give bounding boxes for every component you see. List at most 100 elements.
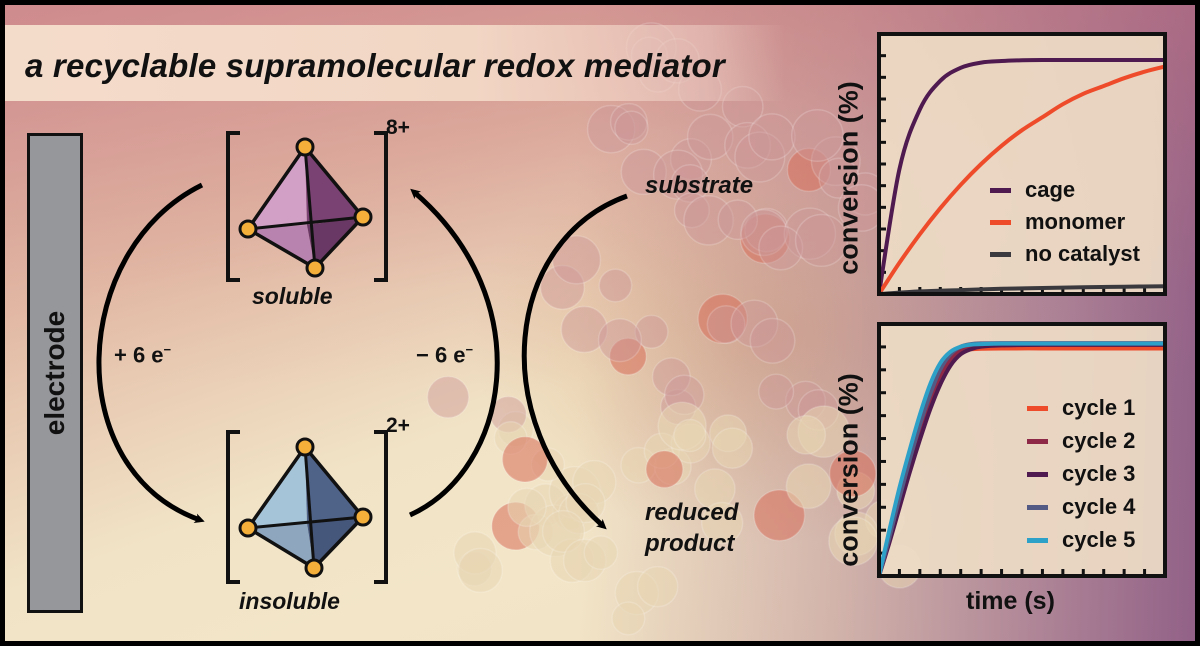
atom-sphere [539,264,586,310]
legend-item: cycle 5 [1027,527,1135,553]
series-line-cycle-5 [877,341,1167,578]
oxidation-electron-label: − 6 e− [416,342,473,368]
atom-sphere [551,235,602,285]
plot-frame [877,322,1167,578]
legend-item: cycle 1 [1027,395,1135,421]
legend-item: cage [990,177,1075,203]
atom-sphere [753,489,806,542]
legend-swatch [990,251,1011,257]
atom-sphere [645,450,684,489]
chart-bottom-ylabel: conversion (%) [833,373,864,567]
tetrahedron-icon [238,437,373,578]
product-label-line2: product [645,530,735,557]
atom-sphere [598,268,633,303]
atom-sphere [686,113,734,161]
atom-sphere [565,482,606,524]
atom-sphere [810,136,861,187]
legend-swatch [1027,504,1048,510]
atom-sphere [683,194,734,246]
bracket-left [226,430,240,584]
legend-swatch [990,187,1011,193]
legend-item: cycle 2 [1027,428,1135,454]
electrode [27,133,83,613]
atom-sphere [786,414,827,455]
chart-top-ylabel: conversion (%) [833,81,864,275]
series-line-cage [877,57,1167,296]
legend-label: no catalyst [1025,241,1140,266]
atom-sphere [636,565,679,608]
legend-item: no catalyst [990,241,1140,267]
atom-sphere [740,209,788,257]
atom-sphere [673,418,707,453]
atom-sphere [541,509,586,554]
atom-sphere [785,463,832,510]
insoluble-charge: 2+ [386,414,410,437]
conversion-chart-catalysts [877,32,1167,296]
legend-swatch [1027,537,1048,543]
atom-sphere [673,192,710,229]
atom-sphere [634,314,669,349]
atom-sphere [700,501,744,545]
atom-sphere [651,357,691,397]
figure-title: a recyclable supramolecular redox mediat… [25,47,725,84]
series-line-monomer [877,64,1167,296]
bracket-left [226,131,240,282]
legend-item: cycle 4 [1027,494,1135,520]
atom-sphere [583,535,619,571]
electron-charge: − [163,342,172,357]
reduction-arrow [96,182,205,524]
atom-sphere [828,449,877,498]
legend-item: monomer [990,209,1125,235]
legend-swatch [990,219,1011,225]
soluble-label: soluble [252,283,333,309]
oxidation-arrow [408,188,500,518]
bracket-right [374,131,388,282]
atom-sphere [697,293,748,344]
atom-sphere [560,305,608,354]
legend-label: cage [1025,177,1076,202]
atom-sphere [730,299,779,348]
soluble-charge: 8+ [386,116,410,139]
atom-sphere [652,149,704,200]
atom-sphere [717,199,759,241]
legend-label: cycle 5 [1062,527,1136,552]
legend-label: cycle 4 [1062,494,1136,519]
atom-sphere [609,102,648,141]
electron-charge: − [465,342,474,357]
atom-sphere [758,225,804,271]
reduction-text: + 6 e [114,342,164,368]
atom-sphere [794,213,849,268]
product-label-line1: reduced [645,499,739,526]
atom-sphere [706,305,746,345]
legend-label: cycle 2 [1062,428,1136,453]
atom-sphere [748,113,796,161]
atom-sphere [739,213,791,264]
series-line-no-catalyst [877,284,1167,296]
bracket-right [374,430,388,584]
legend-swatch [1027,438,1048,444]
atom-sphere [669,138,713,181]
tetrahedron-icon [238,137,373,278]
plot-area [879,34,1165,294]
atom-sphere [507,487,547,528]
atom-sphere [711,427,754,469]
chart-bottom-xlabel: time (s) [966,587,1055,615]
legend-label: cycle 1 [1062,395,1136,420]
legend-swatch [1027,405,1048,411]
atom-sphere [744,207,789,253]
reduction-electron-label: + 6 e− [114,342,171,368]
substrate-label: substrate [645,172,754,199]
atom-sphere [818,157,860,199]
atom-sphere [749,317,796,364]
atom-sphere [786,147,832,193]
soluble-cage [226,131,388,282]
reduced-product-label: reduced product [645,497,738,559]
conversion-chart-cycles [877,322,1167,578]
atom-sphere [783,207,837,260]
atom-sphere [758,373,795,410]
legend-label: cycle 3 [1062,461,1136,486]
plot-frame [877,32,1167,296]
atom-sphere [457,547,504,594]
plot-area [879,324,1165,576]
